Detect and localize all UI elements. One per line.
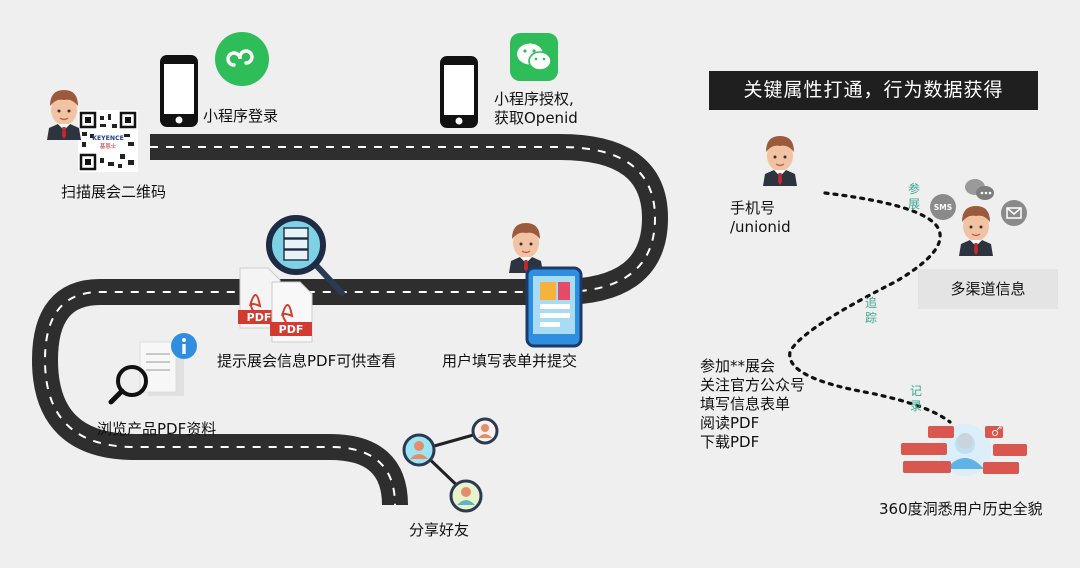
search-icon: [108, 365, 148, 405]
share-icon: [402, 417, 499, 513]
channel-info-label: 多渠道信息: [950, 280, 1026, 298]
form-phone-icon: [525, 266, 583, 348]
summary-label: 360度洞悉用户历史全貌: [879, 500, 1043, 518]
qr-brand: KEYENCE: [92, 135, 124, 142]
road: [31, 134, 669, 506]
path-label-track: 追踪: [864, 296, 877, 325]
step-authorize: 小程序授权, 获取Openid: [494, 90, 578, 127]
path-label-attend: 参展: [907, 182, 920, 211]
mini-program-icon: [215, 32, 269, 86]
step-mini-login: 小程序登录: [203, 107, 279, 125]
path-label-record: 记录: [909, 384, 922, 413]
behavior-item: 阅读PDF: [700, 414, 760, 432]
mail-icon: [1001, 200, 1027, 226]
behavior-item: 填写信息表单: [700, 395, 791, 413]
info-icon: [171, 333, 197, 359]
qr-code-icon: KEYENCE 基恩士: [78, 110, 138, 172]
svg-text:SMS: SMS: [934, 203, 952, 212]
wechat-icon: [510, 33, 558, 81]
behavior-item: 关注官方公众号: [700, 376, 806, 394]
behavior-item: 下载PDF: [700, 433, 760, 451]
qr-brand-sub: 基恩士: [100, 142, 117, 150]
chat-icon: [965, 179, 994, 200]
pdf-icon-2: PDF: [270, 281, 313, 343]
step-scan-qr: 扫描展会二维码: [61, 183, 167, 201]
step-share: 分享好友: [409, 521, 470, 539]
channel-info-box: 多渠道信息: [918, 269, 1058, 309]
tracking-path: [788, 191, 952, 424]
form-user-icon: [508, 222, 544, 274]
phone-icon-2: [440, 56, 478, 128]
svg-text:PDF: PDF: [279, 323, 304, 336]
phone-icon: [160, 55, 198, 127]
profile-tags: [901, 426, 1027, 474]
step-submit-form: 用户填写表单并提交: [442, 352, 578, 370]
sms-icon: SMS: [930, 194, 956, 220]
page-title: 关键属性打通，行为数据获得: [709, 71, 1038, 110]
scanning-person-icon: [46, 89, 82, 141]
phone-unionid-label: 手机号 /unionid: [730, 199, 791, 236]
behavior-list: 参加**展会 关注官方公众号 填写信息表单 阅读PDF 下载PDF: [700, 357, 805, 452]
user-icon: [762, 135, 798, 187]
behavior-item: 参加**展会: [700, 357, 776, 375]
step-pdf-hint: 提示展会信息PDF可供查看: [217, 352, 397, 370]
pdf-icon: PDF: [238, 267, 281, 329]
svg-text:PDF: PDF: [247, 311, 272, 324]
magnifier-icon: [266, 215, 345, 296]
channel-user-icon: [958, 205, 994, 257]
step-browse-pdf: 浏览产品PDF资料: [97, 420, 217, 438]
